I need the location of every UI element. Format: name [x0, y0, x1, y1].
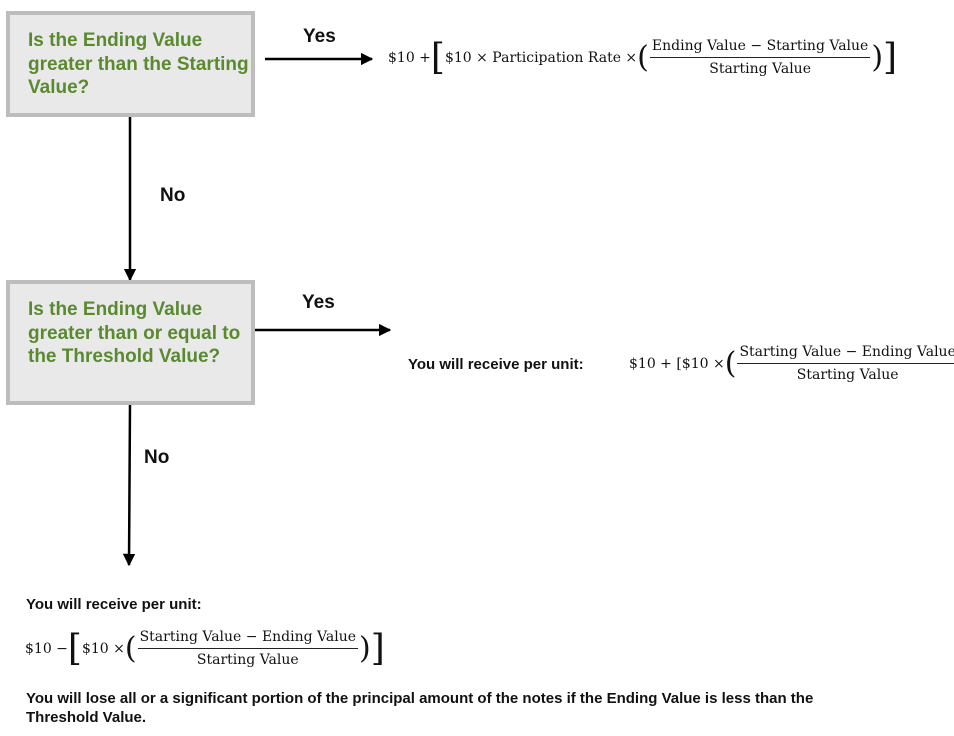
no-label-2: No	[144, 447, 170, 468]
formula-3-bracket-open: [	[67, 627, 82, 669]
yes-label-2: Yes	[302, 292, 335, 313]
formula-2-fraction: Starting Value − Ending Value Starting V…	[737, 344, 954, 383]
formula-1-paren-open: (	[637, 39, 649, 75]
formula-2-lead: $10 + [$10 ×	[629, 355, 725, 372]
formula-3-lead: $10 −	[25, 640, 68, 657]
formula-3-numerator: Starting Value − Ending Value	[137, 629, 359, 649]
formula-1-fraction: Ending Value − Starting Value Starting V…	[649, 38, 871, 77]
formula-3-bracket-close: ]	[370, 627, 385, 669]
decision-box-1: Is the Ending Value greater than the Sta…	[6, 11, 255, 117]
decision-box-2: Is the Ending Value greater than or equa…	[6, 280, 255, 405]
formula-2-numerator: Starting Value − Ending Value	[737, 344, 954, 364]
formula-1-denominator: Starting Value	[709, 61, 811, 77]
formula-2-denominator: Starting Value	[796, 367, 899, 383]
formula-no: $10 − [ $10 × ( Starting Value − Ending …	[25, 629, 385, 668]
formula-3-denominator: Starting Value	[196, 652, 299, 668]
formula-1-lead: $10 +	[388, 49, 431, 66]
formula-3-paren-close: )	[359, 630, 371, 666]
formula-yes-1: $10 + [ $10 × Participation Rate × ( End…	[388, 38, 897, 77]
formula-1-bracket-open: [	[430, 36, 445, 78]
formula-2-paren-open: (	[724, 345, 737, 381]
outcome-no-receive-text: You will receive per unit:	[26, 596, 202, 613]
formula-yes-2: $10 + [$10 × ( Starting Value − Ending V…	[629, 344, 954, 383]
formula-1-paren-close: )	[871, 39, 884, 75]
yes-label-1: Yes	[303, 26, 336, 47]
decision-2-yes-text: You will receive per unit:	[408, 356, 584, 373]
formula-3-inner: $10 ×	[81, 640, 125, 657]
formula-1-bracket-close: ]	[883, 36, 898, 78]
formula-3-paren-open: (	[124, 630, 137, 666]
formula-1-numerator: Ending Value − Starting Value	[649, 38, 871, 58]
decision-2-question: Is the Ending Value greater than or equa…	[28, 299, 241, 367]
outcome-no-warning: You will lose all or a significant porti…	[26, 690, 814, 726]
arrow-no-2	[122, 403, 136, 567]
decision-1-question: Is the Ending Value greater than the Sta…	[28, 30, 249, 98]
no-label-1: No	[160, 185, 186, 206]
formula-1-inner: $10 × Participation Rate ×	[444, 49, 638, 66]
formula-3-fraction: Starting Value − Ending Value Starting V…	[137, 629, 359, 668]
